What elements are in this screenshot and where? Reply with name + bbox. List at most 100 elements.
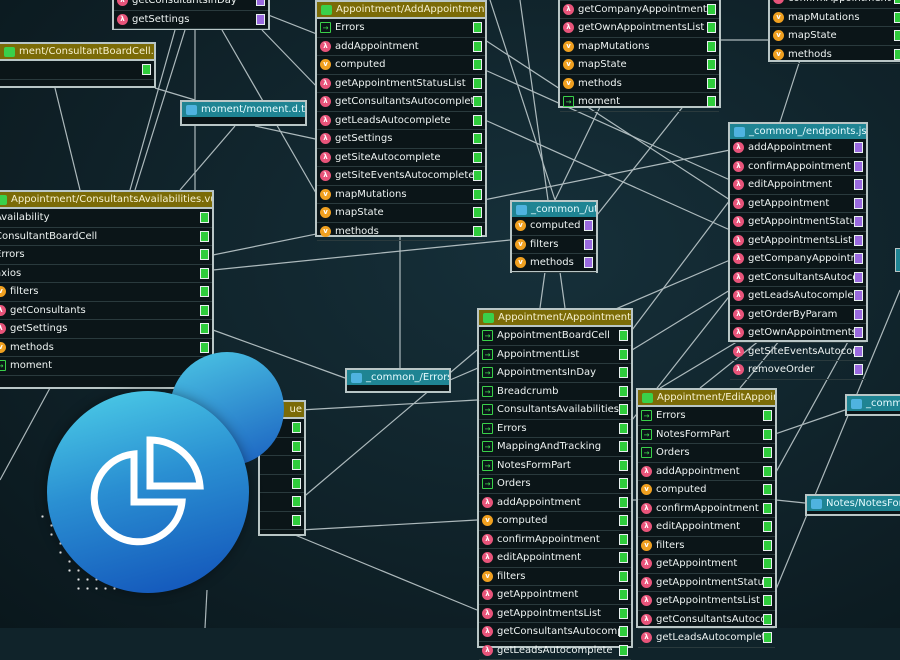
import-port-icon[interactable] bbox=[200, 212, 209, 223]
import-port-icon[interactable] bbox=[763, 632, 772, 643]
import-port-icon[interactable] bbox=[200, 323, 209, 334]
import-port-icon[interactable] bbox=[763, 558, 772, 569]
export-port-icon[interactable] bbox=[854, 290, 863, 301]
node-member-row[interactable]: →Orders bbox=[479, 475, 631, 494]
export-port-icon[interactable] bbox=[854, 161, 863, 172]
node-header[interactable]: Notes/NotesFormPart.vue bbox=[807, 496, 900, 511]
node-member-row[interactable]: →Breadcrumb bbox=[479, 383, 631, 402]
import-port-icon[interactable] bbox=[200, 342, 209, 353]
import-port-icon[interactable] bbox=[763, 540, 772, 551]
export-port-icon[interactable] bbox=[854, 253, 863, 264]
import-port-icon[interactable] bbox=[619, 552, 628, 563]
export-port-icon[interactable] bbox=[584, 257, 593, 268]
import-port-icon[interactable] bbox=[473, 207, 482, 218]
import-port-icon[interactable] bbox=[619, 460, 628, 471]
node-member-row[interactable] bbox=[260, 493, 304, 512]
node-member-row[interactable]: →NotesFormPart bbox=[479, 457, 631, 476]
import-port-icon[interactable] bbox=[894, 30, 900, 41]
node-member-row[interactable]: →moment bbox=[560, 93, 719, 112]
module-node-notes[interactable]: Notes/NotesFormPart.vue bbox=[805, 494, 900, 516]
export-port-icon[interactable] bbox=[854, 198, 863, 209]
import-port-icon[interactable] bbox=[763, 521, 772, 532]
import-port-icon[interactable] bbox=[619, 608, 628, 619]
node-header[interactable]: _common_/N bbox=[847, 396, 900, 411]
export-port-icon[interactable] bbox=[854, 309, 863, 320]
module-node-common-n[interactable]: _common_/N bbox=[845, 394, 900, 416]
node-header[interactable]: Appointment/AddAppointment.vue bbox=[317, 2, 485, 19]
node-member-row[interactable]: →MappingAndTracking bbox=[479, 438, 631, 457]
import-port-icon[interactable] bbox=[763, 595, 772, 606]
export-port-icon[interactable] bbox=[854, 346, 863, 357]
node-member-row[interactable]: →Orders bbox=[638, 444, 775, 463]
node-header[interactable]: _common_/util.js bbox=[512, 202, 596, 217]
import-port-icon[interactable] bbox=[707, 41, 716, 52]
import-port-icon[interactable] bbox=[619, 534, 628, 545]
node-member-row[interactable]: →ConsultantsAvailabilities bbox=[479, 401, 631, 420]
export-port-icon[interactable] bbox=[854, 142, 863, 153]
module-node-edit-appt[interactable]: Appointment/EditAppointment.vue→Errors→N… bbox=[636, 388, 777, 628]
node-header[interactable]: ment/ConsultantBoardCell.vue bbox=[0, 44, 154, 61]
import-port-icon[interactable] bbox=[619, 386, 628, 397]
module-node-availabilities[interactable]: Appointment/ConsultantsAvailabilities.vu… bbox=[0, 190, 214, 389]
node-header[interactable]: _common_/endpoints.js bbox=[730, 124, 866, 139]
import-port-icon[interactable] bbox=[894, 49, 900, 60]
import-port-icon[interactable] bbox=[619, 423, 628, 434]
import-port-icon[interactable] bbox=[619, 330, 628, 341]
import-port-icon[interactable] bbox=[619, 497, 628, 508]
node-member-row[interactable]: →NotesFormPart bbox=[638, 426, 775, 445]
import-port-icon[interactable] bbox=[200, 268, 209, 279]
node-member-row[interactable]: →AppointmentBoardCell bbox=[479, 327, 631, 346]
import-port-icon[interactable] bbox=[894, 12, 900, 23]
import-port-icon[interactable] bbox=[473, 115, 482, 126]
import-port-icon[interactable] bbox=[619, 349, 628, 360]
import-port-icon[interactable] bbox=[763, 577, 772, 588]
import-port-icon[interactable] bbox=[200, 286, 209, 297]
module-node-top-mid[interactable]: λgetAppointmentsListλgetCompanyAppointme… bbox=[558, 0, 721, 108]
import-port-icon[interactable] bbox=[763, 410, 772, 421]
module-node-errors[interactable]: _common_/Errors.js bbox=[345, 368, 451, 393]
import-port-icon[interactable] bbox=[473, 170, 482, 181]
node-member-row[interactable] bbox=[260, 475, 304, 494]
import-port-icon[interactable] bbox=[763, 503, 772, 514]
import-port-icon[interactable] bbox=[763, 447, 772, 458]
module-node-top-right[interactable]: λconfirmAppointmentvmapMutationsvmapStat… bbox=[768, 0, 900, 62]
import-port-icon[interactable] bbox=[473, 189, 482, 200]
node-header[interactable]: Appointment/ConsultantsAvailabilities.vu… bbox=[0, 192, 212, 209]
node-member-row[interactable]: Availability bbox=[0, 209, 212, 228]
import-port-icon[interactable] bbox=[200, 305, 209, 316]
import-port-icon[interactable] bbox=[292, 478, 301, 489]
import-port-icon[interactable] bbox=[292, 422, 301, 433]
module-node-util[interactable]: _common_/util.jsvcomputedvfiltersvmethod… bbox=[510, 200, 598, 273]
export-port-icon[interactable] bbox=[256, 0, 265, 6]
export-port-icon[interactable] bbox=[854, 216, 863, 227]
